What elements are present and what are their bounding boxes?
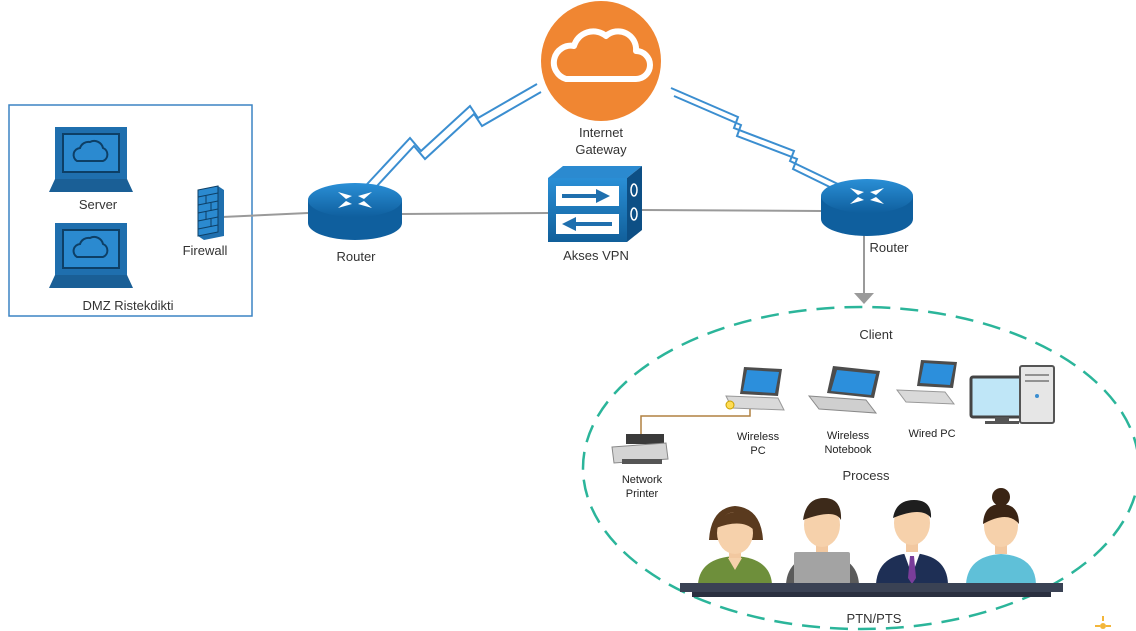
person-icon <box>966 488 1036 584</box>
client-label: Client <box>859 327 893 342</box>
firewall-icon <box>197 185 224 240</box>
link-vpn-router <box>641 209 823 212</box>
firewall-label: Firewall <box>182 243 228 258</box>
router-right-label: Router <box>869 240 909 255</box>
arrow-down-icon <box>854 293 874 304</box>
vpn-icon <box>548 166 642 242</box>
link-firewall-router <box>221 212 309 218</box>
server-label: Server <box>78 197 118 212</box>
person-icon <box>876 500 948 584</box>
router-icon <box>308 183 402 240</box>
wireless-link-right <box>670 87 843 194</box>
printer-icon <box>611 434 669 464</box>
desktop-icon <box>969 365 1055 424</box>
dmz-frame <box>8 104 253 317</box>
link-router-vpn <box>401 212 549 215</box>
gateway-label: Internet Gateway <box>575 125 627 157</box>
server-icon <box>49 223 133 288</box>
cloud-icon <box>541 1 661 121</box>
router-left-label: Router <box>336 249 376 264</box>
wireless-pc-label: Wireless PC <box>736 431 780 457</box>
server-icon <box>49 127 133 192</box>
ptn-label: PTN/PTS <box>846 611 902 626</box>
printer-label: Network Printer <box>621 474 663 500</box>
wireless-notebook-label: Wireless Notebook <box>824 430 872 456</box>
laptop-icon <box>807 366 880 414</box>
client-zone-boundary <box>581 305 1136 631</box>
person-icon <box>786 498 859 584</box>
dmz-zone-label: DMZ Ristekdikti <box>82 298 174 313</box>
router-icon <box>821 179 913 236</box>
process-label: Process <box>842 468 890 483</box>
desk <box>680 583 1063 597</box>
laptop-icon <box>895 360 957 405</box>
person-icon <box>698 506 772 584</box>
vpn-label: Akses VPN <box>563 248 629 263</box>
laptop-icon <box>725 367 785 411</box>
sparkle-icon <box>1095 616 1111 629</box>
wireless-link-left <box>355 83 542 201</box>
printer-cable <box>640 403 751 437</box>
wired-pc-label: Wired PC <box>908 428 956 440</box>
